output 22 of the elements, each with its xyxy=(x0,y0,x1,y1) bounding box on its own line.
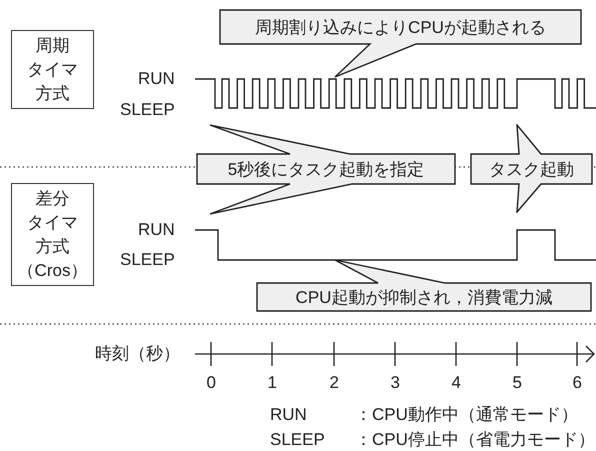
callout-balloon: 5秒後にタスク起動を指定 xyxy=(196,124,456,215)
note-text: ：CPU動作中（通常モード） xyxy=(355,405,578,425)
note-term: RUN xyxy=(270,405,307,425)
tick-label: 4 xyxy=(452,373,461,393)
method-box: 周期タイマ方式 xyxy=(11,30,94,109)
callout-balloon: タスク起動 xyxy=(470,124,593,213)
signal-label: RUN xyxy=(138,69,175,89)
tick-label: 3 xyxy=(390,373,400,393)
method-box: 差分タイマ方式（Cros） xyxy=(11,183,94,286)
note-text: ：CPU停止中（省電力モード） xyxy=(355,430,595,450)
tick-label: 1 xyxy=(268,373,277,393)
tick-label: 5 xyxy=(512,373,522,393)
callout-balloon: CPU起動が抑制され，消費電力減 xyxy=(256,259,592,312)
note-term: SLEEP xyxy=(270,430,325,450)
signal-label: SLEEP xyxy=(120,250,175,270)
axis-label: 時刻（秒） xyxy=(95,344,180,364)
tick-label: 0 xyxy=(206,373,216,393)
signal-label: SLEEP xyxy=(120,100,175,120)
signal-label: RUN xyxy=(138,220,175,240)
tick-label: 2 xyxy=(330,373,339,393)
callout-balloon: 周期割り込みによりCPUが起動される xyxy=(219,9,582,78)
tick-label: 6 xyxy=(572,373,582,393)
